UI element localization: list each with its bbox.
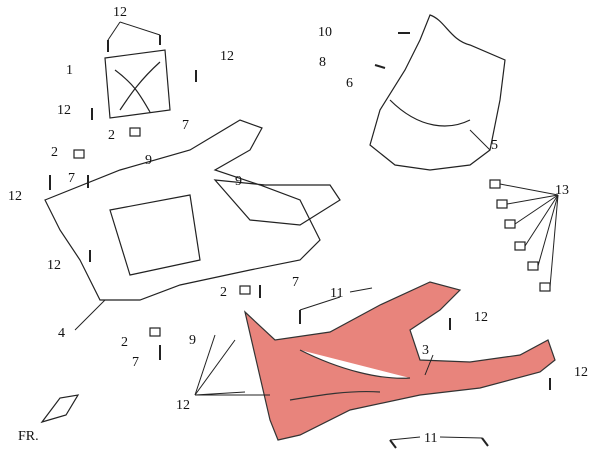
callout-7: 7 [292, 275, 299, 290]
callout-11: 11 [330, 286, 344, 301]
bracket-part [104, 49, 171, 119]
callout-12: 12 [474, 310, 488, 325]
callout-8: 8 [319, 55, 326, 70]
fastener-icons [49, 32, 551, 449]
front-arrow-icon [40, 394, 80, 424]
callout-2: 2 [121, 335, 128, 350]
callout-7: 7 [182, 118, 189, 133]
leader-lines [74, 21, 559, 441]
callout-12: 12 [8, 189, 22, 204]
callout-7: 7 [132, 355, 139, 370]
callout-2: 2 [108, 128, 115, 143]
clip-icons [73, 127, 551, 337]
callout-12: 12 [113, 5, 127, 20]
callout-2: 2 [51, 145, 58, 160]
callout-13: 13 [555, 183, 569, 198]
callout-7: 7 [68, 171, 75, 186]
callout-4: 4 [58, 326, 65, 341]
floor-panel-part [44, 119, 341, 301]
callout-9: 9 [189, 333, 196, 348]
callout-12: 12 [47, 258, 61, 273]
callout-12: 12 [57, 103, 71, 118]
callout-1: 1 [66, 63, 73, 78]
callout-12: 12 [574, 365, 588, 380]
callout-10: 10 [318, 25, 332, 40]
callout-5: 5 [491, 138, 498, 153]
front-direction-label: FR. [18, 429, 39, 444]
callout-2: 2 [220, 285, 227, 300]
callout-9: 9 [145, 153, 152, 168]
leg-shield-part [369, 14, 506, 171]
callout-12: 12 [220, 49, 234, 64]
callout-6: 6 [346, 76, 353, 91]
callout-3: 3 [422, 343, 429, 358]
callout-9: 9 [235, 174, 242, 189]
callout-12: 12 [176, 398, 190, 413]
under-cover-part [243, 281, 556, 441]
callout-11: 11 [424, 431, 438, 446]
